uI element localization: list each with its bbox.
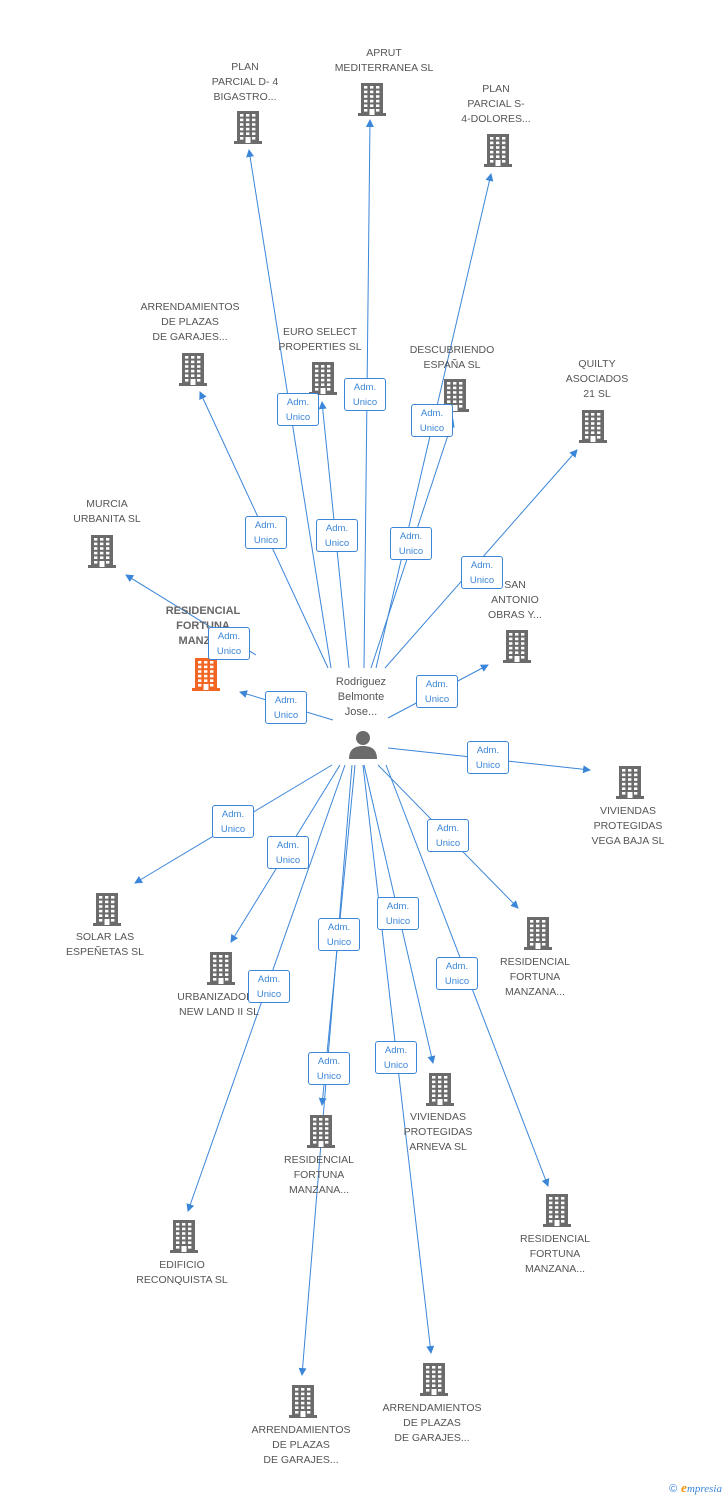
company-name-label[interactable]: EURO SELECT PROPERTIES SL [278, 326, 362, 353]
role-badge-adm-unico: Adm. Unico [245, 516, 287, 549]
copyright-symbol: © [669, 1483, 678, 1495]
company-name-label[interactable]: EDIFICIO RECONQUISTA SL [136, 1259, 228, 1286]
company-building-icon[interactable] [85, 533, 119, 569]
company-name-label[interactable]: PLAN PARCIAL D- 4 BIGASTRO... [211, 61, 279, 103]
role-badge-adm-unico: Adm. Unico [308, 1052, 350, 1085]
company-building-icon[interactable] [90, 891, 124, 927]
person-icon[interactable] [347, 729, 379, 761]
company-name-label[interactable]: ARRENDAMIENTOS DE PLAZAS DE GARAJES... [251, 1424, 351, 1466]
company-name-label[interactable]: VIVIENDAS PROTEGIDAS VEGA BAJA SL [591, 805, 665, 847]
role-badge-adm-unico: Adm. Unico [461, 556, 503, 589]
company-building-icon[interactable] [540, 1192, 574, 1228]
company-name-label[interactable]: MURCIA URBANITA SL [73, 498, 141, 525]
company-building-icon[interactable] [438, 377, 472, 413]
company-name-label[interactable]: APRUT MEDITERRANEA SL [334, 47, 434, 74]
company-building-icon[interactable] [613, 764, 647, 800]
role-badge-adm-unico: Adm. Unico [375, 1041, 417, 1074]
role-badge-adm-unico: Adm. Unico [390, 527, 432, 560]
role-badge-adm-unico: Adm. Unico [212, 805, 254, 838]
role-badge-adm-unico: Adm. Unico [316, 519, 358, 552]
company-name-label[interactable]: PLAN PARCIAL S- 4-DOLORES... [461, 83, 531, 125]
role-badge-adm-unico: Adm. Unico [208, 627, 250, 660]
company-building-icon[interactable] [204, 950, 238, 986]
company-name-label[interactable]: ARRENDAMIENTOS DE PLAZAS DE GARAJES... [382, 1402, 482, 1444]
company-name-label[interactable]: RESIDENCIAL FORTUNA MANZANA... [283, 1154, 355, 1196]
company-building-icon[interactable] [423, 1071, 457, 1107]
company-building-icon[interactable] [306, 360, 340, 396]
role-badge-adm-unico: Adm. Unico [265, 691, 307, 724]
role-badge-adm-unico: Adm. Unico [436, 957, 478, 990]
company-building-icon[interactable] [417, 1361, 451, 1397]
role-badge-adm-unico: Adm. Unico [277, 393, 319, 426]
company-name-label[interactable]: QUILTY ASOCIADOS 21 SL [565, 358, 629, 400]
role-badge-adm-unico: Adm. Unico [344, 378, 386, 411]
company-name-label[interactable]: RESIDENCIAL FORTUNA MANZANA... [499, 956, 571, 998]
company-name-label[interactable]: RESIDENCIAL FORTUNA MANZA... [165, 605, 241, 647]
company-name-label[interactable]: SOLAR LAS ESPEÑETAS SL [65, 931, 144, 958]
company-name-label[interactable]: SAN ANTONIO OBRAS Y... [488, 579, 542, 621]
company-building-icon[interactable] [286, 1383, 320, 1419]
company-building-icon[interactable] [189, 656, 223, 692]
company-building-icon[interactable] [167, 1218, 201, 1254]
company-building-icon[interactable] [355, 81, 389, 117]
brand-name: mpresia [686, 1483, 722, 1495]
company-building-icon[interactable] [481, 132, 515, 168]
role-badge-adm-unico: Adm. Unico [248, 970, 290, 1003]
company-name-label[interactable]: DESCUBRIENDO ESPAÑA SL [409, 344, 495, 371]
company-name-label[interactable]: URBANIZADORA NEW LAND II SL [177, 991, 261, 1018]
company-building-icon[interactable] [231, 109, 265, 145]
role-badge-adm-unico: Adm. Unico [427, 819, 469, 852]
company-name-label[interactable]: RESIDENCIAL FORTUNA MANZANA... [519, 1233, 591, 1275]
company-name-label[interactable]: VIVIENDAS PROTEGIDAS ARNEVA SL [403, 1111, 473, 1153]
role-badge-adm-unico: Adm. Unico [318, 918, 360, 951]
company-building-icon[interactable] [304, 1113, 338, 1149]
center-person-name[interactable]: Rodriguez Belmonte Jose... [335, 676, 387, 718]
company-building-icon[interactable] [176, 351, 210, 387]
empresia-brand: ©empresia [669, 1480, 722, 1496]
brand-logo-initial: e [681, 1480, 687, 1495]
role-badge-adm-unico: Adm. Unico [377, 897, 419, 930]
role-badge-adm-unico: Adm. Unico [467, 741, 509, 774]
company-building-icon[interactable] [500, 628, 534, 664]
role-badge-adm-unico: Adm. Unico [267, 836, 309, 869]
company-name-label[interactable]: ARRENDAMIENTOS DE PLAZAS DE GARAJES... [140, 301, 240, 343]
role-badge-adm-unico: Adm. Unico [416, 675, 458, 708]
company-building-icon[interactable] [521, 915, 555, 951]
role-badge-adm-unico: Adm. Unico [411, 404, 453, 437]
company-building-icon[interactable] [576, 408, 610, 444]
